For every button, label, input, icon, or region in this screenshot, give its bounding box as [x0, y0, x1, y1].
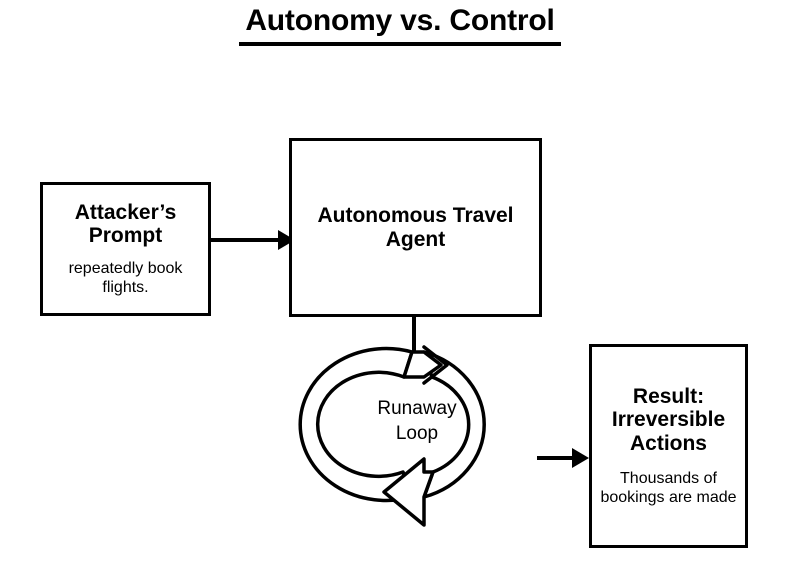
runaway-loop-label: Runaway Loop: [347, 396, 487, 447]
node-result-subtext: Thousands of bookings are made: [600, 469, 737, 507]
connector-attacker-to-agent: [211, 230, 295, 250]
node-result-heading: Result: Irreversible Actions: [611, 384, 726, 456]
runaway-loop-label-line2: Loop: [395, 423, 439, 445]
figure-title-text: Autonomy vs. Control: [239, 4, 561, 46]
connector-loop-to-result: [537, 448, 589, 468]
runaway-loop-label-line1: Runaway: [377, 398, 457, 419]
figure-title: Autonomy vs. Control: [0, 4, 800, 46]
node-attacker-prompt-subtext: repeatedly book flights.: [68, 260, 183, 297]
node-autonomous-travel-agent-heading: Autonomous Travel Agent: [317, 203, 514, 251]
runaway-loop: [298, 345, 486, 527]
node-attacker-prompt: Attacker’s Prompt repeatedly book flight…: [40, 182, 211, 316]
node-result-irreversible-actions: Result: Irreversible Actions Thousands o…: [589, 344, 748, 548]
node-autonomous-travel-agent: Autonomous Travel Agent: [289, 138, 542, 317]
node-attacker-prompt-heading: Attacker’s Prompt: [74, 200, 177, 248]
